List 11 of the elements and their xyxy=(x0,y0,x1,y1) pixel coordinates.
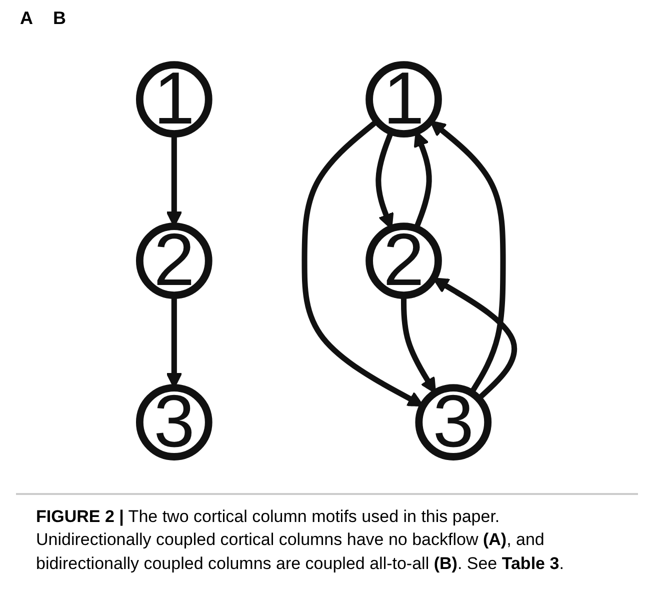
circle-node: 1 xyxy=(136,58,212,140)
circle-node: 1 xyxy=(366,58,442,140)
circle-node: 3 xyxy=(136,382,212,463)
arrow xyxy=(302,118,424,407)
arrow xyxy=(432,278,517,401)
circle-node: 2 xyxy=(366,220,442,302)
circle-node: 3 xyxy=(415,382,492,463)
figure-caption: FIGURE 2 | The two cortical column motifs used in this paper. Unidirectionally coupled cortical columns have no backflow (A), and bidirectionally coupled columns are coupled all-to-all (B). See Table 3. xyxy=(16,492,638,590)
panel-label: A xyxy=(20,8,33,29)
panel-label: B xyxy=(53,8,66,29)
circle-node: 2 xyxy=(136,220,212,302)
